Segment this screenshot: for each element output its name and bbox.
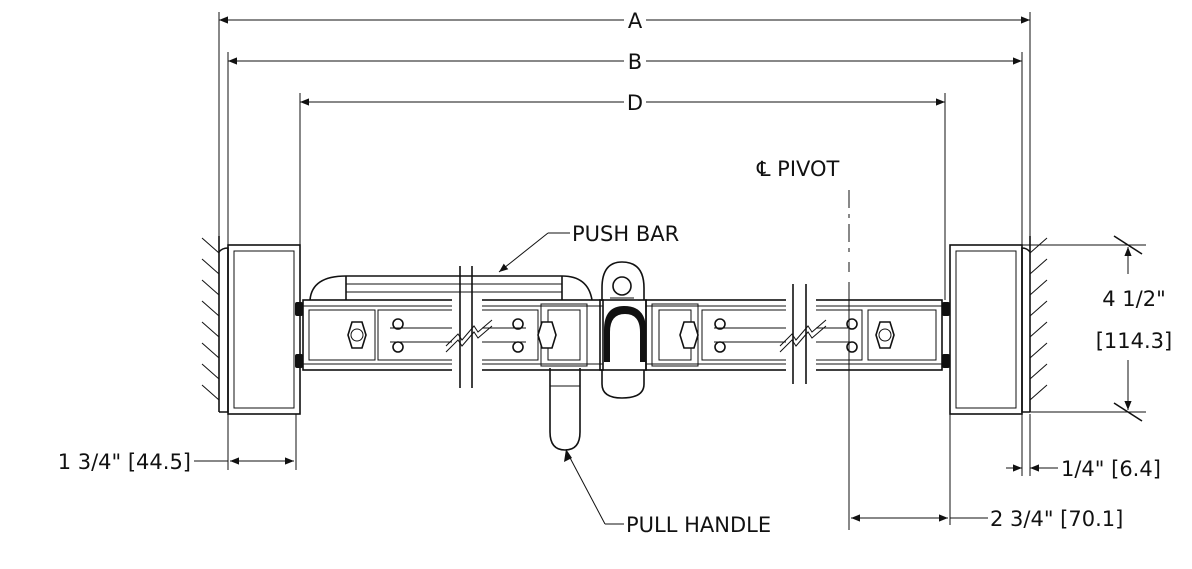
pull-handle (549, 368, 581, 451)
dimension-b-label: B (628, 50, 642, 74)
pivot-callout: ℄ PIVOT (756, 157, 840, 181)
pivot-hinge-housing (599, 261, 647, 399)
dimension-pivot-offset-label: 2 3/4" [70.1] (990, 507, 1123, 531)
dimension-depth-label-2: [114.3] (1096, 329, 1173, 353)
push-bar-label: PUSH BAR (572, 222, 679, 246)
dimension-frame-width-label: 1 3/4" [44.5] (58, 450, 191, 474)
break-line-left (445, 266, 493, 388)
left-jamb-frame (218, 244, 301, 415)
dimension-d-label: D (627, 91, 643, 115)
left-wall-hatch (201, 236, 220, 412)
pull-handle-callout: PULL HANDLE (564, 449, 771, 537)
dimension-pivot-offset: 2 3/4" [70.1] (851, 414, 1123, 531)
dimension-frame-width: 1 3/4" [44.5] (58, 414, 297, 474)
right-jamb-frame (949, 244, 1031, 415)
right-wall-hatch (1029, 236, 1048, 412)
dimension-d: D (299, 91, 946, 300)
dimension-depth-label-1: 4 1/2" (1102, 287, 1166, 311)
pivot-centerline: ℄ PIVOT (756, 157, 850, 530)
dimension-gap: 1/4" [6.4] (1006, 414, 1161, 481)
dimension-a: A (218, 9, 1031, 248)
break-line-right (779, 284, 827, 384)
dimension-gap-label: 1/4" [6.4] (1061, 457, 1161, 481)
push-bar (309, 275, 593, 301)
dimension-depth: 4 1/2" [114.3] (1022, 235, 1173, 422)
weatherstrip-seals (295, 302, 950, 368)
dimension-a-label: A (628, 9, 643, 33)
push-bar-callout: PUSH BAR (498, 222, 679, 273)
dimension-b: B (227, 50, 1023, 248)
pull-handle-label: PULL HANDLE (626, 513, 771, 537)
